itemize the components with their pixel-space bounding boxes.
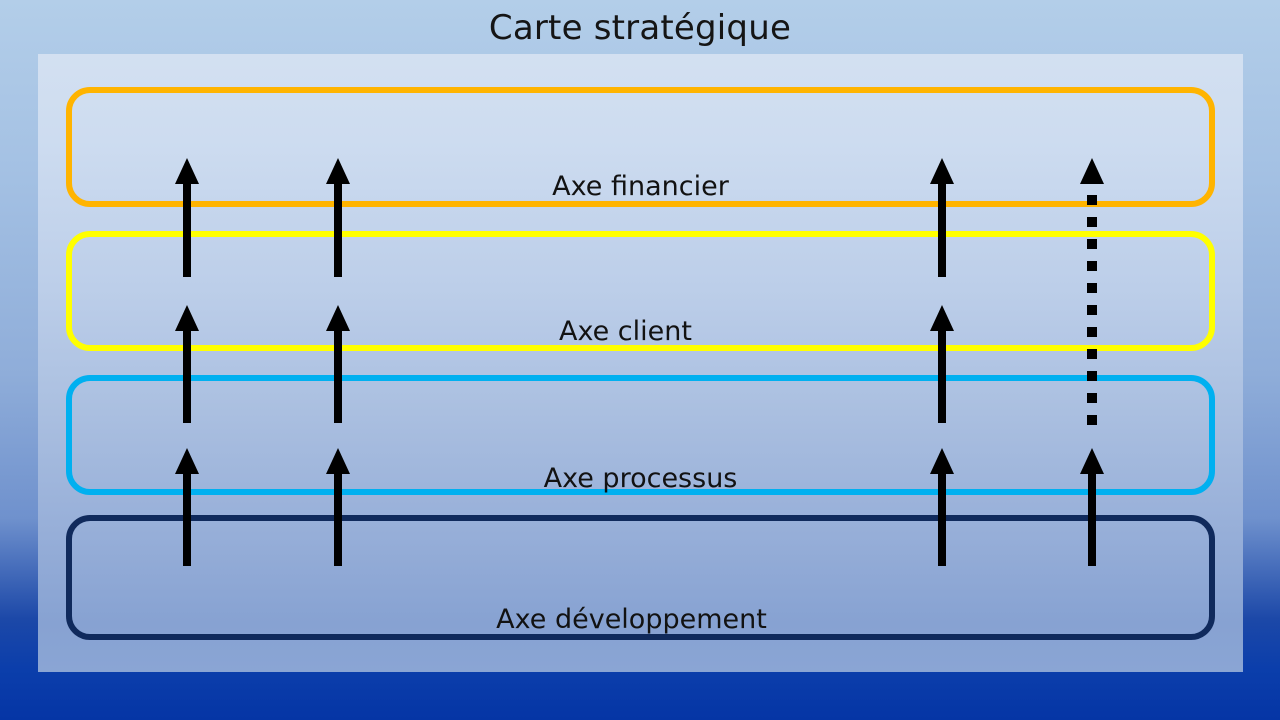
perspective-box-processus[interactable] xyxy=(66,375,1215,495)
strategy-map-panel: Axe financier Axe client Axe processus A… xyxy=(38,54,1243,672)
perspective-box-client[interactable] xyxy=(66,231,1215,351)
perspective-box-financier[interactable] xyxy=(66,87,1215,207)
page-title: Carte stratégique xyxy=(488,8,792,48)
perspective-box-developpement[interactable] xyxy=(66,515,1215,640)
